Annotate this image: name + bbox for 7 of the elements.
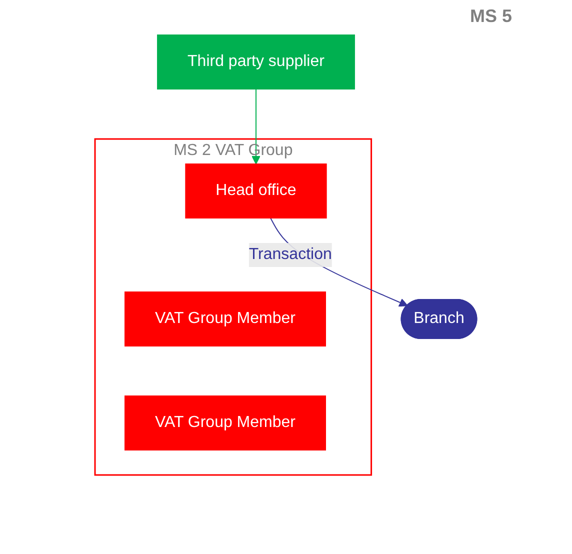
region-label: MS 5: [470, 6, 512, 27]
node-box: VAT Group Member: [124, 292, 326, 346]
edge-label: Transaction: [249, 246, 332, 263]
node-box: Head office: [185, 164, 327, 218]
node-box: Third party supplier: [157, 34, 356, 90]
node-box: VAT Group Member: [124, 395, 326, 450]
arrow: [252, 88, 261, 164]
